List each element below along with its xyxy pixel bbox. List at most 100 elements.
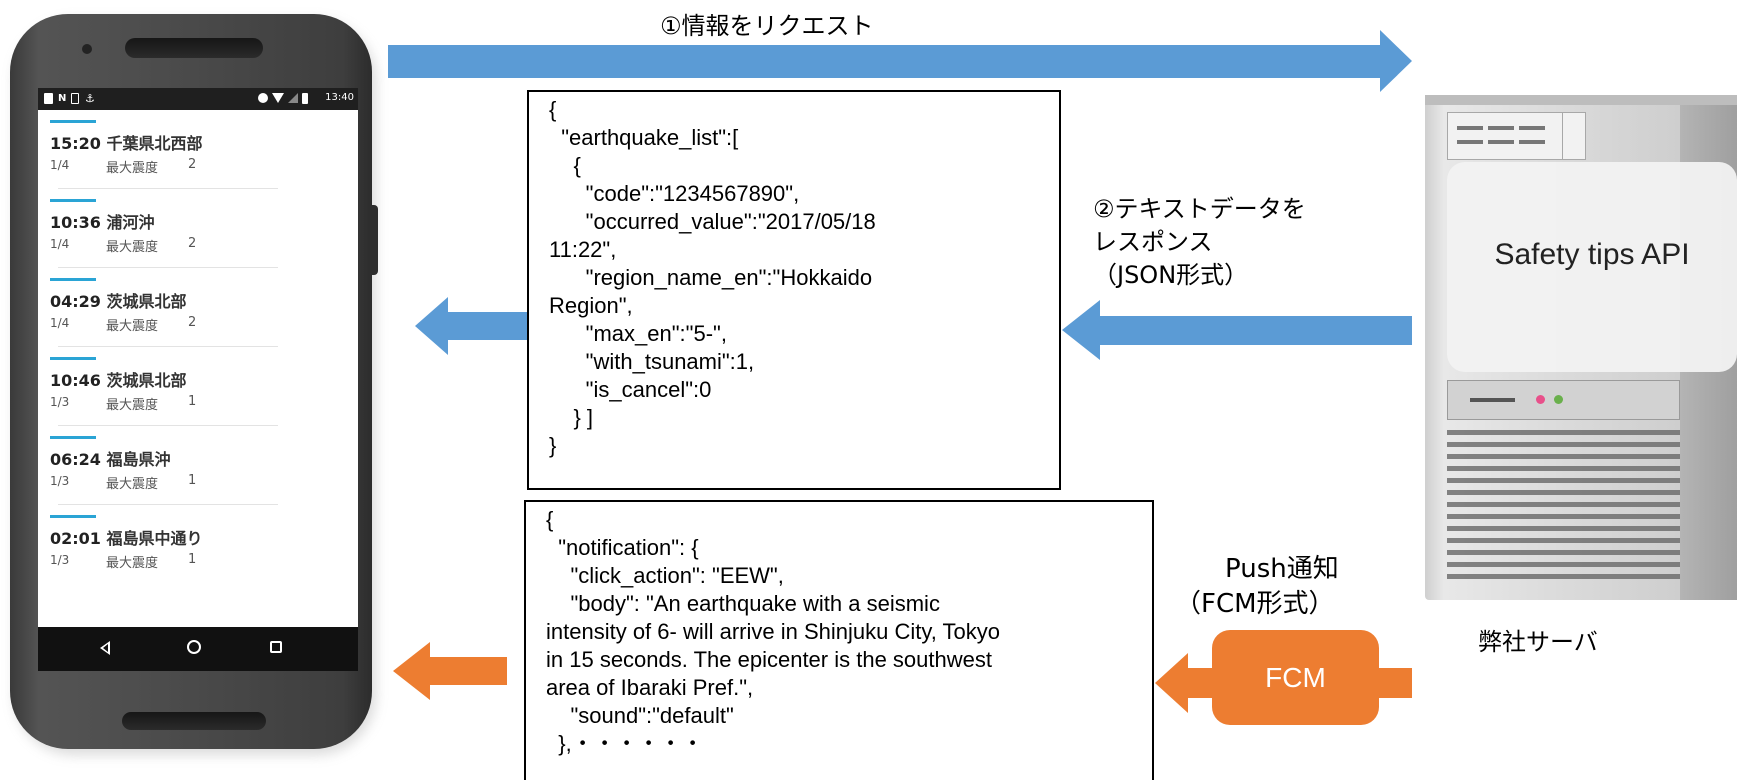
front-camera-icon bbox=[82, 44, 92, 54]
push-label-line1: Push通知 bbox=[1225, 554, 1339, 584]
back-icon[interactable] bbox=[100, 641, 110, 655]
earthquake-list[interactable]: 15:20 千葉県北西部 1/4 最大震度 2 10:36 浦河沖 1/4 最大… bbox=[38, 110, 358, 627]
wifi-icon bbox=[272, 93, 284, 103]
json-notification-box: { "notification": { "click_action": "EEW… bbox=[524, 500, 1154, 780]
item-accent bbox=[50, 278, 96, 281]
item-max-value: 2 bbox=[188, 315, 197, 330]
item-region: 茨城県北部 bbox=[106, 371, 187, 390]
item-max-label: 最大震度 bbox=[106, 556, 159, 571]
item-title: 10:46 茨城県北部 bbox=[50, 367, 187, 391]
item-time: 10:46 bbox=[50, 371, 101, 390]
item-title: 02:01 福島県中通り bbox=[50, 525, 203, 549]
server-vent bbox=[1447, 430, 1680, 435]
item-region: 千葉県北西部 bbox=[106, 134, 203, 153]
item-region: 茨城県北部 bbox=[106, 292, 187, 311]
item-title: 10:36 浦河沖 bbox=[50, 209, 155, 233]
item-region: 福島県沖 bbox=[106, 450, 171, 469]
api-card bbox=[1447, 162, 1737, 372]
response-label-line2: レスポンス bbox=[1093, 228, 1213, 256]
item-max-value: 1 bbox=[188, 394, 197, 409]
item-fraction: 1/4 bbox=[50, 316, 70, 330]
recent-apps-icon[interactable] bbox=[270, 641, 282, 653]
battery-icon bbox=[302, 93, 308, 104]
response-label-line1: ②テキストデータを bbox=[1093, 195, 1306, 223]
server-vent bbox=[1447, 538, 1680, 543]
item-max-value: 1 bbox=[188, 552, 197, 567]
response-label: ②テキストデータを レスポンス （JSON形式） bbox=[1093, 193, 1306, 292]
item-max-label: 最大震度 bbox=[106, 477, 159, 492]
divider bbox=[58, 267, 278, 268]
item-time: 06:24 bbox=[50, 450, 101, 469]
item-max-label: 最大震度 bbox=[106, 240, 159, 255]
status-led-red bbox=[1536, 395, 1545, 404]
item-max-value: 2 bbox=[188, 236, 197, 251]
server-vent bbox=[1447, 454, 1680, 459]
server-slot bbox=[1519, 126, 1545, 130]
item-max-label: 最大震度 bbox=[106, 398, 159, 413]
item-max-value: 2 bbox=[188, 157, 197, 172]
item-title: 06:24 福島県沖 bbox=[50, 446, 171, 470]
sim-icon bbox=[71, 93, 79, 104]
fcm-box: FCM bbox=[1212, 630, 1379, 725]
item-accent bbox=[50, 357, 96, 360]
item-fraction: 1/4 bbox=[50, 237, 70, 251]
item-fraction: 1/3 bbox=[50, 474, 70, 488]
item-time: 04:29 bbox=[50, 292, 101, 311]
item-time: 15:20 bbox=[50, 134, 101, 153]
phone-speaker bbox=[122, 712, 266, 730]
server-vent bbox=[1447, 514, 1680, 519]
server-vent bbox=[1447, 574, 1680, 579]
item-time: 10:36 bbox=[50, 213, 101, 232]
api-label: Safety tips API bbox=[1494, 238, 1690, 271]
list-item[interactable]: 04:29 茨城県北部 1/4 最大震度 2 bbox=[38, 268, 358, 355]
divider bbox=[58, 188, 278, 189]
server-slot bbox=[1457, 140, 1483, 144]
status-time: 13:40 bbox=[325, 92, 354, 103]
do-not-disturb-icon bbox=[258, 93, 268, 103]
server-bay bbox=[1562, 112, 1586, 160]
item-max-label: 最大震度 bbox=[106, 319, 159, 334]
item-region: 福島県中通り bbox=[106, 529, 203, 548]
phone-side-button bbox=[370, 205, 378, 275]
server-vent bbox=[1447, 466, 1680, 471]
server-label: 弊社サーバ bbox=[1478, 628, 1598, 656]
list-item[interactable]: 10:46 茨城県北部 1/3 最大震度 1 bbox=[38, 347, 358, 434]
item-accent bbox=[50, 120, 96, 123]
phone-screen: N ⚓ 13:40 15:20 千葉県北西部 1/4 最大震度 2 10:36 … bbox=[38, 88, 358, 671]
item-accent bbox=[50, 515, 96, 518]
server-vent bbox=[1447, 478, 1680, 483]
nfc-icon: N bbox=[58, 93, 67, 104]
response-arrow bbox=[1062, 300, 1412, 360]
request-label: ①情報をリクエスト bbox=[660, 12, 874, 40]
server-vent bbox=[1447, 526, 1680, 531]
server-vent bbox=[1447, 490, 1680, 495]
android-nav-bar bbox=[38, 627, 358, 671]
list-item[interactable]: 10:36 浦河沖 1/4 最大震度 2 bbox=[38, 189, 358, 276]
server-slot bbox=[1470, 398, 1515, 402]
list-item[interactable]: 06:24 福島県沖 1/3 最大震度 1 bbox=[38, 426, 358, 513]
server-vent bbox=[1447, 502, 1680, 507]
status-led-green bbox=[1554, 395, 1563, 404]
server-slot bbox=[1457, 126, 1483, 130]
list-item[interactable]: 15:20 千葉県北西部 1/4 最大震度 2 bbox=[38, 110, 358, 197]
notification-to-phone-arrow bbox=[393, 642, 507, 700]
item-fraction: 1/3 bbox=[50, 395, 70, 409]
server-slot bbox=[1488, 126, 1514, 130]
item-title: 15:20 千葉県北西部 bbox=[50, 130, 203, 154]
server-control-panel bbox=[1447, 380, 1680, 420]
server-bay bbox=[1447, 112, 1567, 160]
usb-icon: ⚓ bbox=[85, 92, 95, 105]
notification-icon bbox=[44, 93, 53, 104]
divider bbox=[58, 504, 278, 505]
json-response-box: { "earthquake_list":[ { "code":"12345678… bbox=[527, 90, 1061, 490]
item-max-value: 1 bbox=[188, 473, 197, 488]
home-icon[interactable] bbox=[187, 640, 201, 654]
response-label-line3: （JSON形式） bbox=[1093, 261, 1249, 289]
server-top bbox=[1425, 95, 1737, 105]
push-label-line2: （FCM形式） bbox=[1175, 589, 1335, 619]
item-accent bbox=[50, 199, 96, 202]
item-max-label: 最大震度 bbox=[106, 161, 159, 176]
item-region: 浦河沖 bbox=[106, 213, 155, 232]
divider bbox=[58, 346, 278, 347]
list-item[interactable]: 02:01 福島県中通り 1/3 最大震度 1 bbox=[38, 505, 358, 592]
